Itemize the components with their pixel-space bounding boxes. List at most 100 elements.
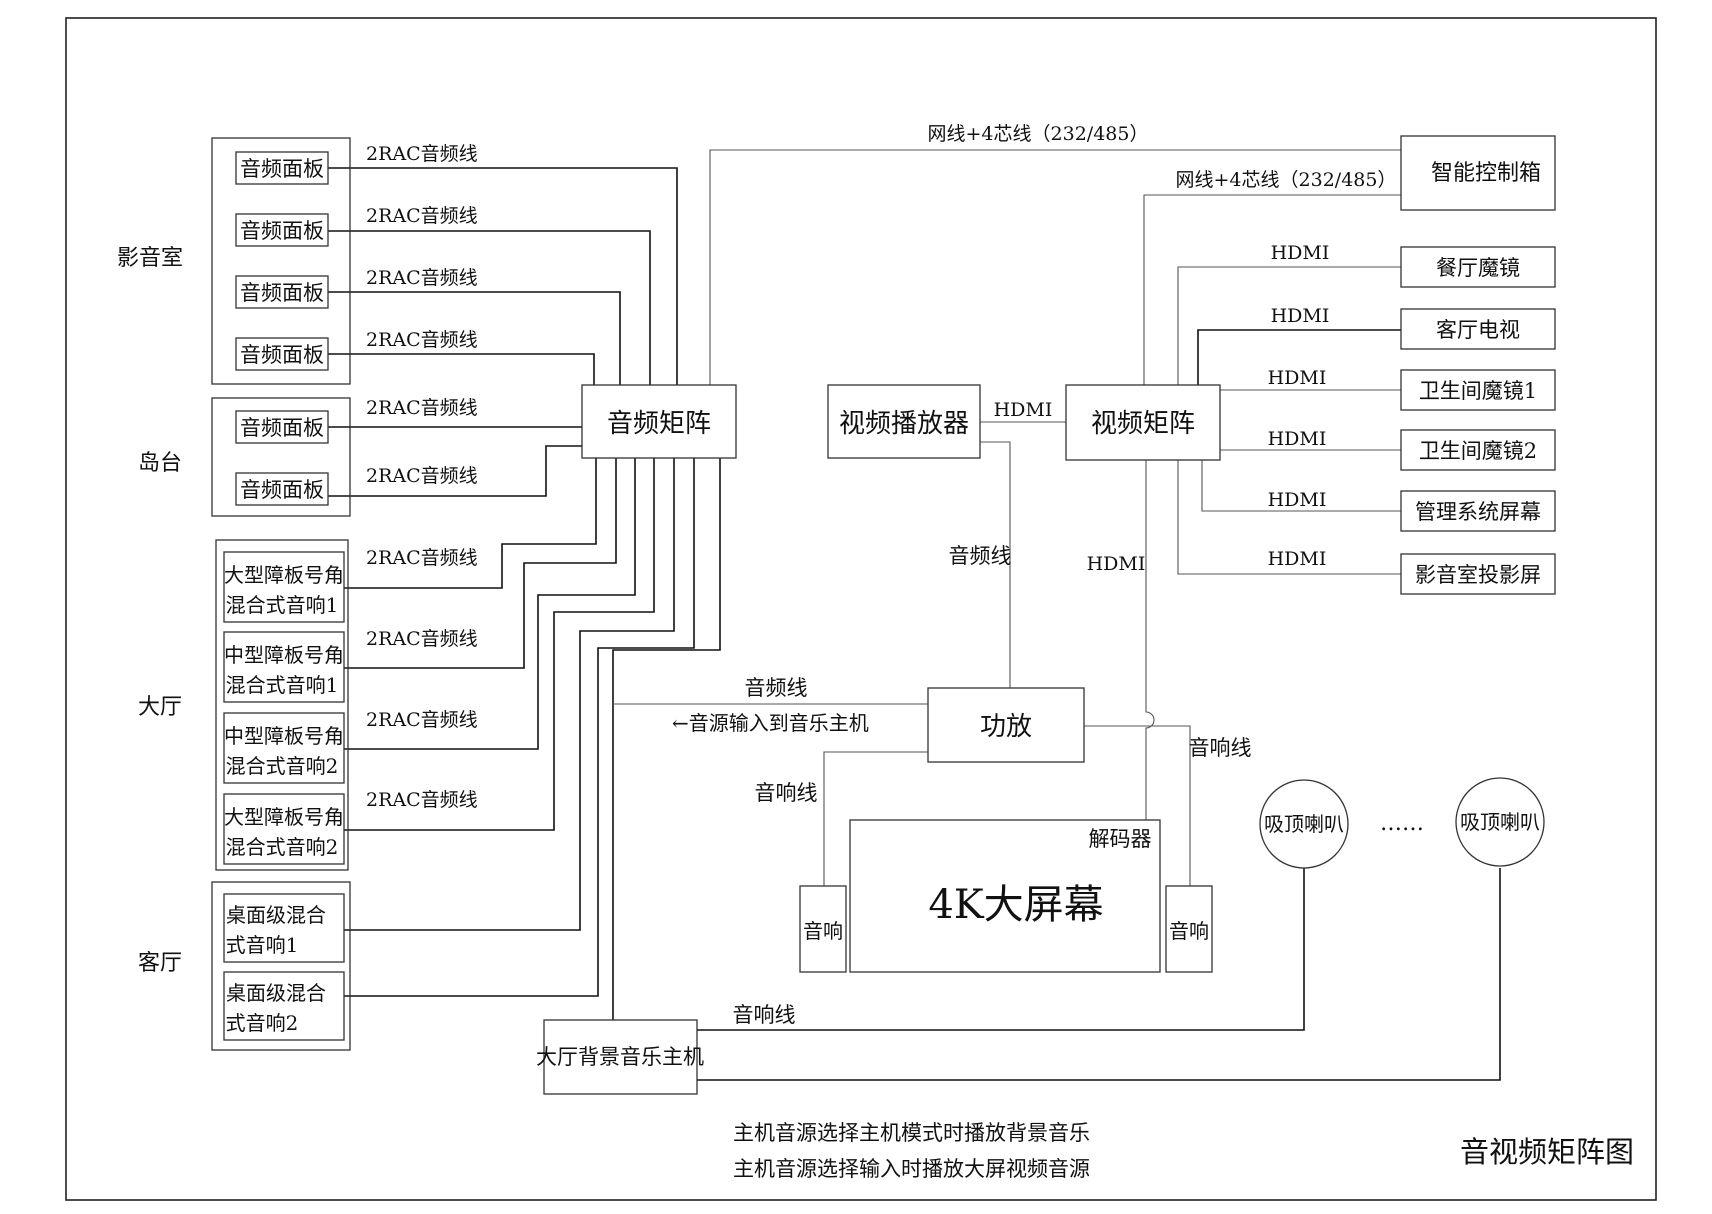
audio-panel-3-label: 音频面板: [240, 281, 324, 305]
audio-panels: 音频面板 音频面板 音频面板 音频面板 音频面板 音频面板: [235, 151, 329, 506]
group-frame-living: [211, 881, 351, 1051]
bath-mirror-1-label: 卫生间魔镜1: [1419, 379, 1537, 403]
right-devices: 智能控制箱 餐厅魔镜 客厅电视 卫生间魔镜1 卫生间魔镜2 管理系统屏幕 影音室…: [1400, 135, 1556, 595]
living-tv-label: 客厅电视: [1436, 318, 1520, 342]
wire-net-audio-matrix: [709, 149, 1401, 385]
audio-panel-5[interactable]: [235, 410, 329, 444]
note-line-1: 主机音源选择主机模式时播放背景音乐: [733, 1121, 1090, 1145]
video-matrix-box[interactable]: [1065, 384, 1221, 461]
audio-panel-4[interactable]: [235, 337, 329, 371]
wire-hdmi-projector: [1177, 540, 1401, 575]
large-horn-speaker-1[interactable]: [223, 551, 345, 623]
desk-speaker-1[interactable]: [223, 893, 345, 963]
wire-hdmi-decoder: [1145, 460, 1155, 820]
screen-4k-box[interactable]: [849, 819, 1161, 973]
wire-panel-1: [328, 167, 678, 385]
wire-mid-horn-1: [344, 458, 617, 669]
group-frame-hall: [215, 539, 349, 871]
amp-box[interactable]: [927, 687, 1085, 763]
rac-label-8: 2RAC音频线: [366, 628, 478, 650]
ceiling-speaker-2-label: 吸顶喇叭: [1460, 810, 1540, 834]
desk-2-line1: 桌面级混合: [226, 981, 326, 1005]
large-horn-speaker-2[interactable]: [223, 793, 345, 865]
audio-panel-1[interactable]: [235, 151, 329, 185]
wire-large-horn-1: [344, 458, 597, 589]
large-horn-2-line2: 混合式音响2: [226, 835, 339, 859]
rac-label-5: 2RAC音频线: [366, 397, 478, 419]
right-speaker-box[interactable]: [1165, 885, 1213, 973]
bath-mirror-2-box[interactable]: [1400, 429, 1556, 471]
bath-mirror-1-box[interactable]: [1400, 369, 1556, 411]
living-speakers: 桌面级混合 式音响1 桌面级混合 式音响2: [223, 893, 345, 1041]
right-speaker-label: 音响: [1169, 919, 1209, 943]
smart-control-box[interactable]: [1400, 135, 1556, 211]
audio-matrix-label: 音频矩阵: [607, 409, 711, 439]
mid-horn-2-line1: 中型障板号角: [224, 724, 344, 748]
audio-panel-6-label: 音频面板: [240, 478, 324, 502]
wire-host-ceiling-1: [697, 868, 1305, 1031]
bg-music-host-box[interactable]: [543, 1019, 698, 1095]
audio-panel-1-label: 音频面板: [240, 157, 324, 181]
screen-4k-label: 4K大屏幕: [928, 882, 1103, 928]
audio-line-label-amp-source: 音频线: [745, 676, 808, 700]
mid-horn-speaker-1[interactable]: [223, 631, 345, 703]
mgmt-screen-label: 管理系统屏幕: [1415, 500, 1541, 524]
group-label-living: 客厅: [138, 951, 182, 976]
wire-net-video-matrix: [1143, 194, 1401, 385]
wire-desk-2: [344, 458, 695, 997]
hdmi-label-bath-1: HDMI: [1268, 367, 1327, 389]
hdmi-label-dining: HDMI: [1271, 242, 1330, 264]
video-player-box[interactable]: [827, 384, 981, 459]
wire-hdmi-living-tv: [1197, 329, 1401, 385]
note-line-2: 主机音源选择输入时播放大屏视频音源: [733, 1157, 1090, 1181]
ceiling-speaker-1[interactable]: [1259, 779, 1349, 869]
mid-horn-2-line2: 混合式音响2: [226, 754, 339, 778]
rac-label-1: 2RAC音频线: [366, 143, 478, 165]
wire-matrix-to-bg-host: [612, 458, 721, 1020]
ceiling-speaker-2[interactable]: [1455, 777, 1545, 867]
large-horn-1-line2: 混合式音响1: [226, 593, 339, 617]
audio-panel-2-label: 音频面板: [240, 219, 324, 243]
net-label-second: 网线+4芯线（232/485）: [1176, 169, 1397, 191]
wire-amp-right-speaker: [1084, 725, 1191, 886]
audio-panel-2[interactable]: [235, 213, 329, 247]
wire-host-ceiling-2: [697, 868, 1501, 1081]
living-tv-box[interactable]: [1400, 308, 1556, 350]
av-projector-box[interactable]: [1400, 553, 1556, 595]
hdmi-label-mgmt: HDMI: [1268, 489, 1327, 511]
rac-label-9: 2RAC音频线: [366, 709, 478, 731]
audio-panel-3[interactable]: [235, 275, 329, 309]
bg-music-host-label: 大厅背景音乐主机: [536, 1045, 704, 1069]
speaker-line-label-left: 音响线: [755, 781, 818, 805]
large-horn-2-line1: 大型障板号角: [224, 805, 344, 829]
mid-horn-1-line2: 混合式音响1: [226, 673, 339, 697]
rac-labels: 2RAC音频线 2RAC音频线 2RAC音频线 2RAC音频线 2RAC音频线 …: [366, 143, 478, 811]
ceiling-speaker-1-label: 吸顶喇叭: [1264, 812, 1344, 836]
mid-horn-speaker-2[interactable]: [223, 712, 345, 784]
bath-mirror-2-label: 卫生间魔镜2: [1419, 439, 1537, 463]
decoder-label: 解码器: [1089, 827, 1152, 851]
wire-panel-3: [328, 291, 621, 385]
wire-mid-horn-2: [344, 458, 636, 750]
group-label-hall: 大厅: [138, 695, 182, 720]
hall-speakers: 大型障板号角 混合式音响1 中型障板号角 混合式音响1 中型障板号角 混合式音响…: [223, 551, 345, 865]
wire-amp-left-speaker: [823, 751, 928, 886]
smart-control-label: 智能控制箱: [1431, 161, 1541, 186]
wire-panel-4: [328, 353, 595, 385]
hdmi-label-bath-2: HDMI: [1268, 428, 1327, 450]
desk-speaker-2[interactable]: [223, 971, 345, 1041]
mgmt-screen-box[interactable]: [1400, 490, 1556, 532]
group-label-island: 岛台: [138, 451, 182, 476]
group-frame-av-room: [211, 137, 351, 385]
audio-matrix-box[interactable]: [581, 384, 737, 459]
audio-panel-6[interactable]: [235, 472, 329, 506]
wire-panel-6: [328, 445, 582, 497]
dining-mirror-box[interactable]: [1400, 246, 1556, 288]
hdmi-label-player: HDMI: [994, 399, 1053, 421]
left-speaker-box[interactable]: [799, 885, 847, 973]
wire-large-horn-2: [344, 458, 655, 831]
ceiling-ellipsis: ……: [1380, 811, 1424, 836]
group-frame-island: [211, 397, 351, 517]
